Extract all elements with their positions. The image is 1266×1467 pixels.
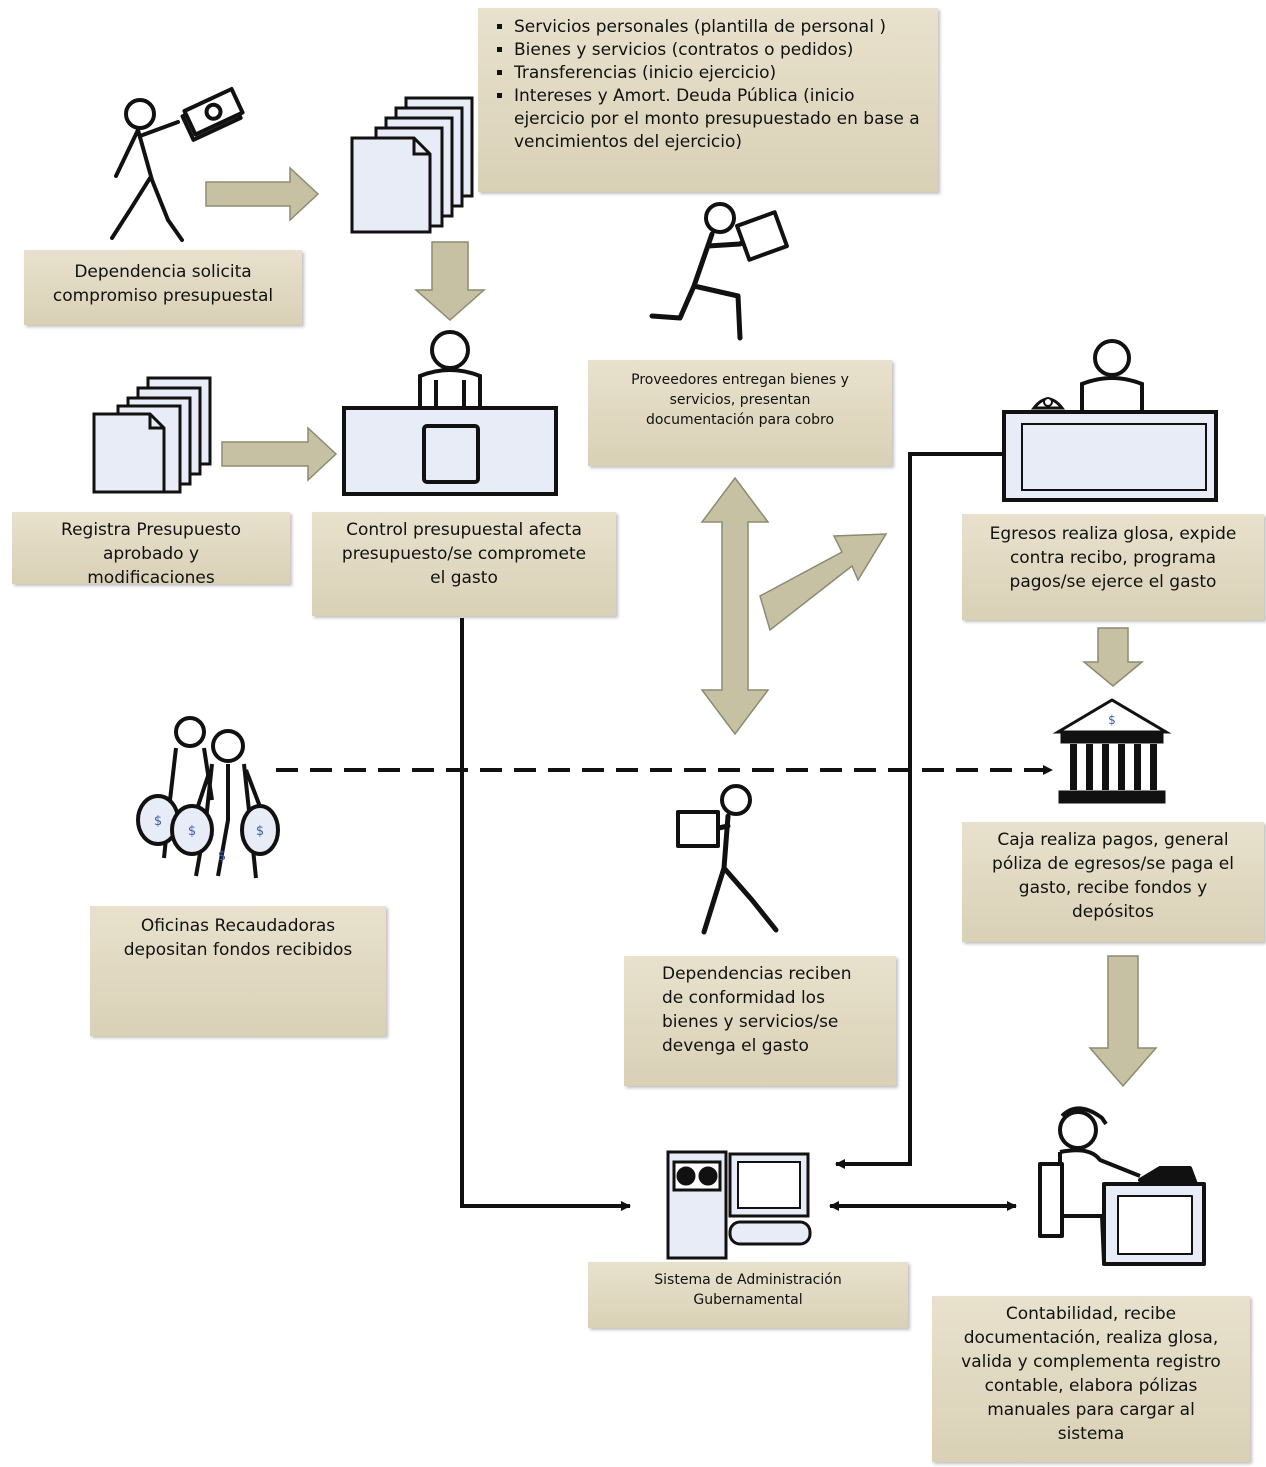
box-proveedores: Proveedores entregan bienes y servicios,…: [588, 360, 892, 466]
box-line: Oficinas Recaudadoras: [140, 916, 336, 936]
accountant-workstation-icon: [1038, 1106, 1206, 1266]
box-line: depósitos: [1072, 902, 1154, 922]
box-line: manuales para cargar al: [987, 1400, 1195, 1420]
box-line: de conformidad los: [662, 988, 825, 1008]
list-item: Intereses y Amort. Deuda Pública (inicio…: [514, 85, 924, 154]
box-line: valida y complementa registro: [961, 1352, 1221, 1372]
box-line: Control presupuestal afecta: [346, 520, 582, 540]
box-line: servicios, presentan: [669, 392, 811, 408]
box-line: Egresos realiza glosa, expide: [989, 524, 1237, 544]
box-contabilidad: Contabilidad, recibe documentación, real…: [932, 1296, 1250, 1462]
arrow-caja-to-contabilidad: [1088, 955, 1158, 1088]
arrow-registra-to-control: [221, 426, 338, 482]
box-control-presupuestal: Control presupuestal afecta presupuesto/…: [312, 512, 616, 616]
box-line: bienes y servicios/se: [662, 1012, 839, 1032]
box-line: Registra Presupuesto: [61, 520, 241, 540]
box-dependencias-reciben: Dependencias reciben de conformidad los …: [624, 956, 896, 1086]
svg-text:$: $: [1108, 713, 1116, 727]
box-line: Dependencia solicita: [74, 262, 252, 282]
arrow-to-egresos: [759, 533, 888, 632]
line-egresos-to-sistema: [835, 452, 1004, 1169]
svg-text:$: $: [188, 824, 196, 839]
box-line: contable, elabora pólizas: [984, 1376, 1198, 1396]
list-item: Servicios personales (plantilla de perso…: [514, 16, 924, 39]
box-line: póliza de egresos/se paga el: [992, 854, 1234, 874]
box-line: sistema: [1057, 1424, 1125, 1444]
arrow-documents-to-control: [414, 241, 486, 322]
box-line: el gasto: [430, 568, 498, 588]
computer-icon: [666, 1150, 812, 1260]
box-line: depositan fondos recibidos: [123, 940, 353, 960]
svg-text:$: $: [154, 814, 162, 829]
arrow-dependencia-to-documents: [205, 166, 320, 222]
people-with-money-bags-icon: $ $ $ $: [136, 716, 280, 879]
box-line: Proveedores entregan bienes y: [631, 372, 849, 388]
box-line: pagos/se ejerce el gasto: [1009, 572, 1217, 592]
svg-text:$: $: [218, 849, 226, 864]
box-line: aprobado y: [102, 544, 200, 564]
box-line: modificaciones: [87, 568, 215, 584]
line-control-to-sistema: [460, 618, 631, 1211]
delivery-person-icon: [649, 202, 789, 341]
box-oficinas-recaudadoras: Oficinas Recaudadoras depositan fondos r…: [90, 906, 386, 1036]
box-line: documentación, realiza glosa,: [963, 1328, 1219, 1348]
box-line: documentación para cobro: [645, 412, 835, 428]
box-line: gasto, recibe fondos y: [1018, 878, 1208, 898]
document-stack-icon: [350, 96, 474, 234]
box-line: Dependencias reciben: [662, 964, 852, 984]
svg-text:$: $: [256, 824, 264, 839]
box-line: Sistema de Administración: [654, 1272, 842, 1288]
budget-document-stack-icon: [92, 376, 212, 494]
box-line: contra recibo, programa: [1009, 548, 1217, 568]
arrow-egresos-to-caja: [1081, 627, 1145, 687]
bank-icon: $: [1052, 698, 1172, 804]
box-line: Gubernamental: [693, 1292, 803, 1308]
box-registra-presupuesto: Registra Presupuesto aprobado y modifica…: [12, 512, 290, 584]
box-line: devenga el gasto: [662, 1036, 809, 1056]
person-at-desk-icon: [342, 330, 558, 496]
box-line: compromiso presupuestal: [52, 286, 274, 306]
box-egresos: Egresos realiza glosa, expide contra rec…: [962, 514, 1264, 620]
person-carrying-icon: [676, 784, 779, 935]
box-caja: Caja realiza pagos, general póliza de eg…: [962, 822, 1264, 942]
box-line: Contabilidad, recibe: [1005, 1304, 1177, 1324]
box-line: presupuesto/se compromete: [341, 544, 587, 564]
box-sistema-administracion: Sistema de Administración Gubernamental: [588, 1262, 908, 1328]
list-item: Transferencias (inicio ejercicio): [514, 62, 924, 85]
list-item: Bienes y servicios (contratos o pedidos): [514, 39, 924, 62]
arrow-proveedores-bidirectional: [700, 476, 770, 736]
box-dependencia-solicita: Dependencia solicita compromiso presupue…: [24, 250, 302, 325]
box-line: Caja realiza pagos, general: [997, 830, 1229, 850]
reception-desk-icon: [1002, 339, 1218, 502]
box-documents-list: Servicios personales (plantilla de perso…: [478, 8, 938, 192]
person-with-money-icon: [110, 87, 245, 242]
